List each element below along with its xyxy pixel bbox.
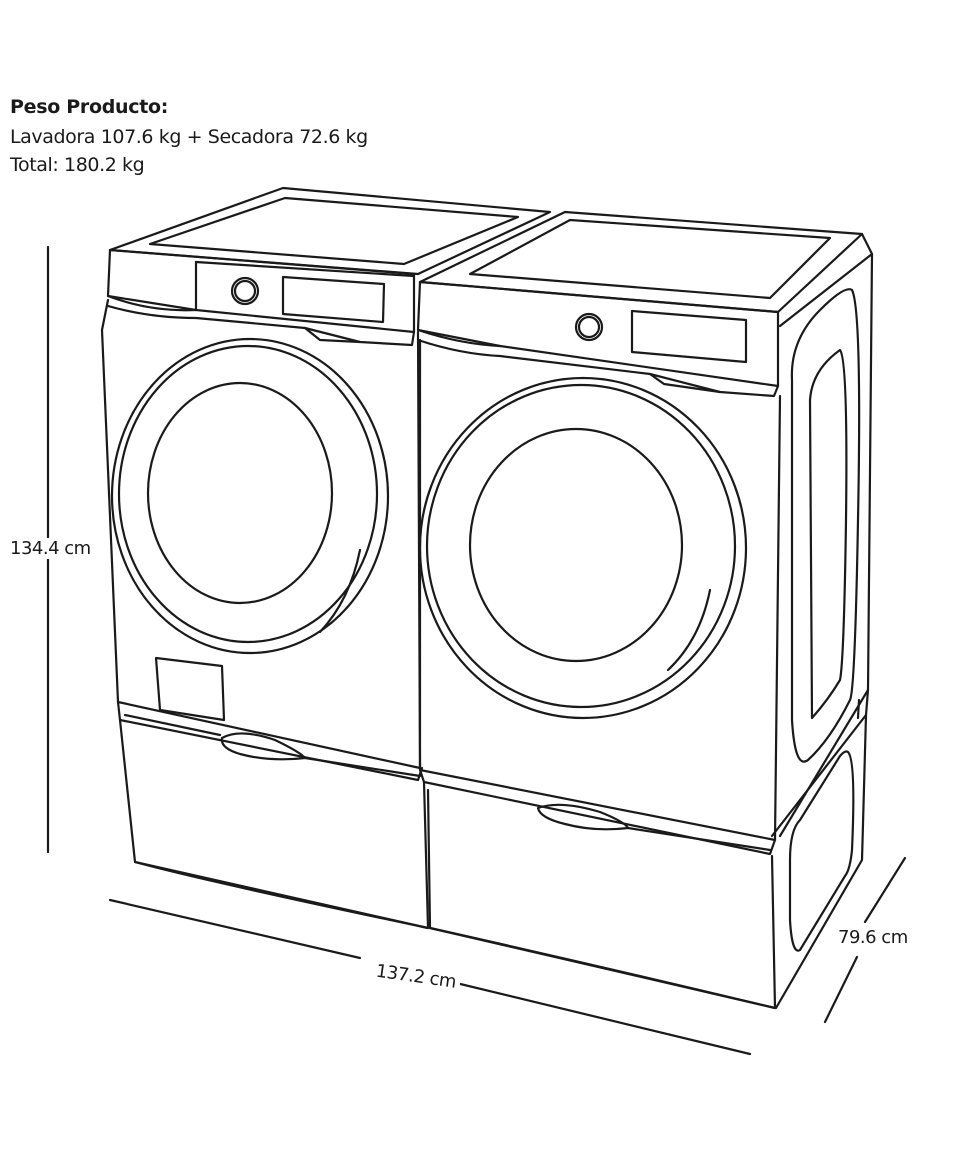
weight-breakdown: Lavadora 107.6 kg + Secadora 72.6 kg <box>10 126 368 148</box>
height-dimension-label: 134.4 cm <box>10 538 91 559</box>
depth-dimension-label: 79.6 cm <box>838 927 908 948</box>
weight-title: Peso Producto: <box>10 96 169 118</box>
depth-dimension-line <box>823 856 907 1024</box>
weight-total: Total: 180.2 kg <box>10 154 145 176</box>
width-dimension-line <box>108 898 752 1056</box>
dryer <box>416 210 874 1010</box>
washer <box>100 186 552 930</box>
